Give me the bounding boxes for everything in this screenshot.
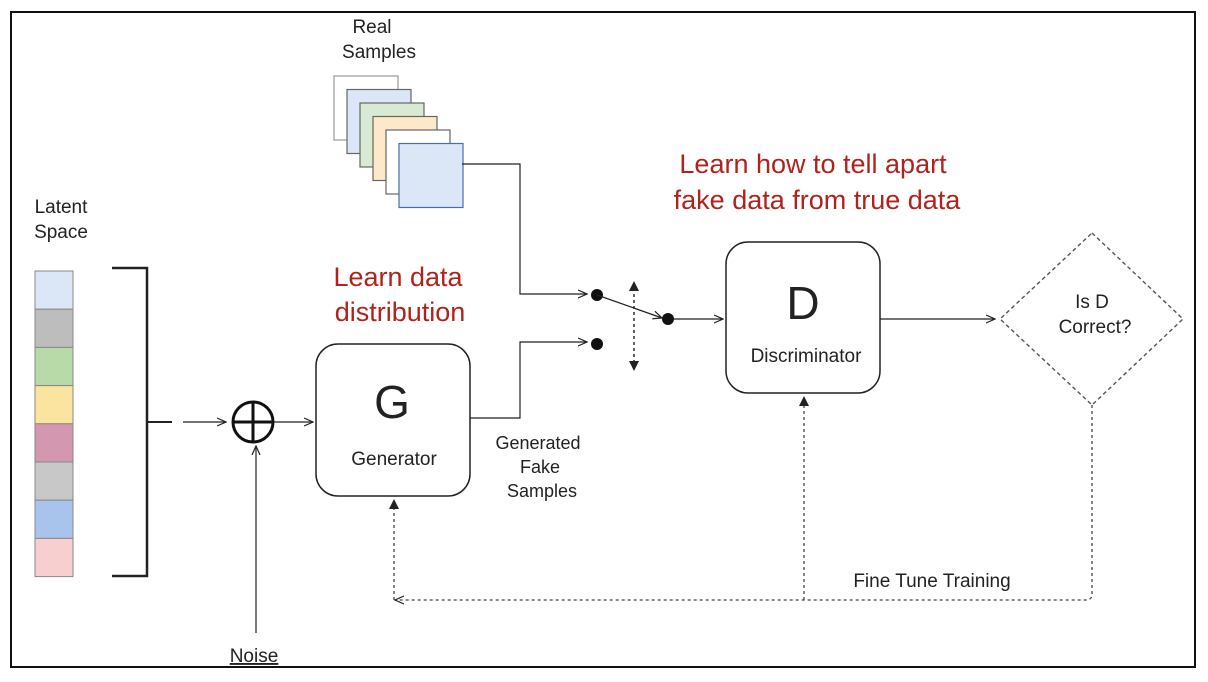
discriminator-box — [725, 241, 881, 394]
feedback-label: Fine Tune Training — [853, 571, 1010, 592]
generator-goal-line1: Learn data — [333, 262, 463, 292]
discriminator-goal-line1: Learn how to tell apart — [679, 149, 947, 179]
latent-cell — [34, 537, 74, 578]
switch-pivot — [662, 313, 674, 325]
latent-cell — [34, 346, 74, 387]
latent-space-label-line1: Latent — [35, 197, 89, 218]
latent-cell — [34, 308, 74, 348]
feedback-loop-line — [395, 405, 1093, 600]
fake-samples-label-line3: Samples — [507, 481, 577, 501]
generator-label: Generator — [351, 449, 437, 470]
discriminator-label: Discriminator — [751, 346, 863, 367]
connector-generator-to-switch — [470, 342, 587, 419]
discriminator-letter: D — [786, 277, 819, 329]
switch-toggle-icon — [629, 281, 639, 371]
sum-operator-icon — [231, 400, 275, 444]
latent-cell — [34, 385, 74, 425]
discriminator-goal-line2: fake data from true data — [674, 185, 962, 215]
decision-label-line2: Correct? — [1059, 317, 1132, 338]
sample-sheet — [398, 142, 464, 209]
latent-space-label-line2: Space — [34, 222, 88, 243]
figure-frame — [10, 11, 1196, 668]
latent-cell — [34, 423, 74, 463]
latent-cell — [34, 499, 74, 539]
decision-diamond — [998, 232, 1185, 406]
real-samples-stack — [333, 75, 464, 209]
noise-label: Noise — [230, 646, 279, 667]
latent-bracket — [112, 266, 149, 578]
switch-lever — [596, 294, 662, 318]
generator-goal-line2: distribution — [335, 297, 466, 327]
decision-label-line1: Is D — [1075, 292, 1109, 313]
generator-box — [315, 343, 471, 497]
latent-vector — [34, 270, 74, 578]
generator-letter: G — [374, 376, 410, 428]
connector-real-to-switch — [462, 163, 587, 294]
real-samples-label-line2: Samples — [342, 42, 416, 63]
real-samples-label-line1: Real — [352, 17, 391, 38]
fake-samples-label-line1: Generated — [495, 433, 580, 453]
fake-samples-label-line2: Fake — [520, 457, 560, 477]
latent-cell — [34, 270, 74, 310]
switch-terminal-fake — [591, 338, 603, 350]
latent-cell — [34, 461, 74, 501]
